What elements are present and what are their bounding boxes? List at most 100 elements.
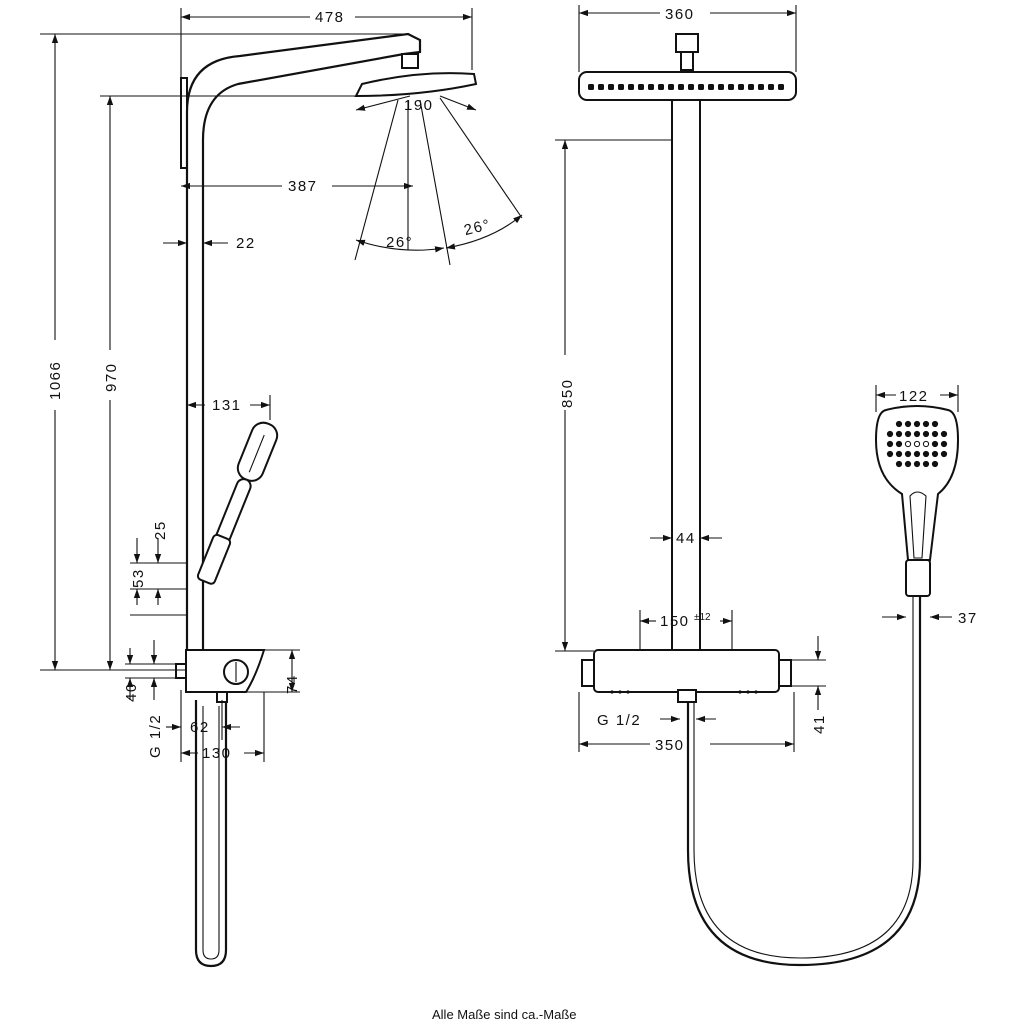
thermostat-dot [746, 690, 750, 694]
handshower-nozzle [895, 450, 903, 458]
riser-pipe-side [185, 32, 422, 660]
dim-40: 40 [123, 682, 140, 702]
nozzle [668, 84, 674, 90]
handshower-nozzle [922, 420, 930, 428]
hose-front [686, 595, 922, 967]
dim-37: 37 [958, 610, 978, 627]
nozzle [748, 84, 754, 90]
nozzle [738, 84, 744, 90]
dim-g12-side: G 1/2 [147, 714, 164, 758]
handshower-nozzle [904, 420, 912, 428]
handshower-nozzle [913, 460, 921, 468]
handshower-nozzle [895, 440, 903, 448]
handshower-nozzle [940, 450, 948, 458]
handshower-nozzle [940, 440, 948, 448]
handshower-nozzle [922, 460, 930, 468]
dim-122: 122 [899, 388, 929, 405]
handshower-nozzle [904, 450, 912, 458]
nozzle [628, 84, 634, 90]
nozzle [638, 84, 644, 90]
handshower-nozzle [940, 430, 948, 438]
thermostat-dot [618, 690, 622, 694]
handshower-nozzle [886, 450, 894, 458]
nozzle [658, 84, 664, 90]
handshower-nozzle [931, 430, 939, 438]
handshower-nozzle [931, 450, 939, 458]
nozzle [648, 84, 654, 90]
nozzle [778, 84, 784, 90]
handshower-nozzle [913, 420, 921, 428]
dim-350: 350 [655, 737, 685, 754]
footer-note: Alle Maße sind ca.-Maße [432, 1007, 577, 1022]
overhead-nozzles [588, 84, 784, 90]
handshower-nozzle [904, 460, 912, 468]
nozzle [688, 84, 694, 90]
nozzle [708, 84, 714, 90]
handshower-nozzle [886, 430, 894, 438]
nozzle [718, 84, 724, 90]
dim-25: 25 [152, 520, 169, 540]
handshower-nozzle [904, 430, 912, 438]
handshower-nozzle [904, 440, 912, 448]
handshower-nozzle [931, 420, 939, 428]
handshower-nozzle [913, 440, 921, 448]
handshower-nozzle [895, 420, 903, 428]
angle-right: 26° [462, 216, 492, 239]
handshower-front [874, 405, 960, 561]
dim-74: 74 [284, 674, 301, 694]
dim-150-tolerance: ±12 [694, 612, 711, 623]
nozzle [618, 84, 624, 90]
handshower-nozzle [913, 430, 921, 438]
angle-left: 26° [386, 234, 413, 251]
dim-478: 478 [315, 9, 345, 26]
dim-1066: 1066 [47, 361, 64, 400]
handshower-nozzle [922, 430, 930, 438]
nozzle [698, 84, 704, 90]
handshower-nozzle [922, 450, 930, 458]
thermostat-front [593, 649, 780, 693]
thermostat-dot [610, 690, 614, 694]
handshower-nozzle [886, 440, 894, 448]
side-view [175, 32, 523, 968]
nozzle [758, 84, 764, 90]
nozzle [678, 84, 684, 90]
nozzle [728, 84, 734, 90]
dim-387: 387 [288, 178, 318, 195]
front-view [578, 33, 960, 967]
dim-g12-front: G 1/2 [597, 712, 641, 729]
dim-131: 131 [212, 397, 242, 414]
dim-22: 22 [236, 235, 256, 252]
head-connector [401, 53, 419, 69]
thermostat-dots [610, 690, 758, 694]
thermostat-dot [754, 690, 758, 694]
dim-130: 130 [202, 745, 232, 762]
handshower-nozzle [913, 450, 921, 458]
nozzle [598, 84, 604, 90]
dim-360: 360 [665, 6, 695, 23]
nozzle [608, 84, 614, 90]
front-dimensions: 360 850 44 150 ±12 41 350 G 1/2 122 [555, 5, 978, 754]
dim-44: 44 [676, 530, 696, 547]
dim-850: 850 [559, 378, 576, 408]
thermostat-dot [626, 690, 630, 694]
handshower-nozzles [886, 420, 948, 468]
overhead-shower-side [354, 72, 478, 98]
hose-side [194, 700, 228, 968]
riser-pipe-front [671, 99, 701, 653]
side-dimensions: 478 1066 970 190 387 26° 26° 22 131 25 [40, 8, 493, 762]
dim-62: 62 [190, 719, 210, 736]
handshower-nozzle [931, 460, 939, 468]
dim-41: 41 [811, 714, 828, 734]
dim-53: 53 [130, 568, 147, 588]
nozzle [768, 84, 774, 90]
handshower-nozzle [895, 460, 903, 468]
dim-150: 150 [660, 613, 690, 630]
thermostat-dot [738, 690, 742, 694]
dim-970: 970 [103, 362, 120, 392]
handshower-nozzle [931, 440, 939, 448]
handshower-nozzle [895, 430, 903, 438]
nozzle [588, 84, 594, 90]
handshower-side [196, 421, 279, 585]
handshower-nozzle [922, 440, 930, 448]
